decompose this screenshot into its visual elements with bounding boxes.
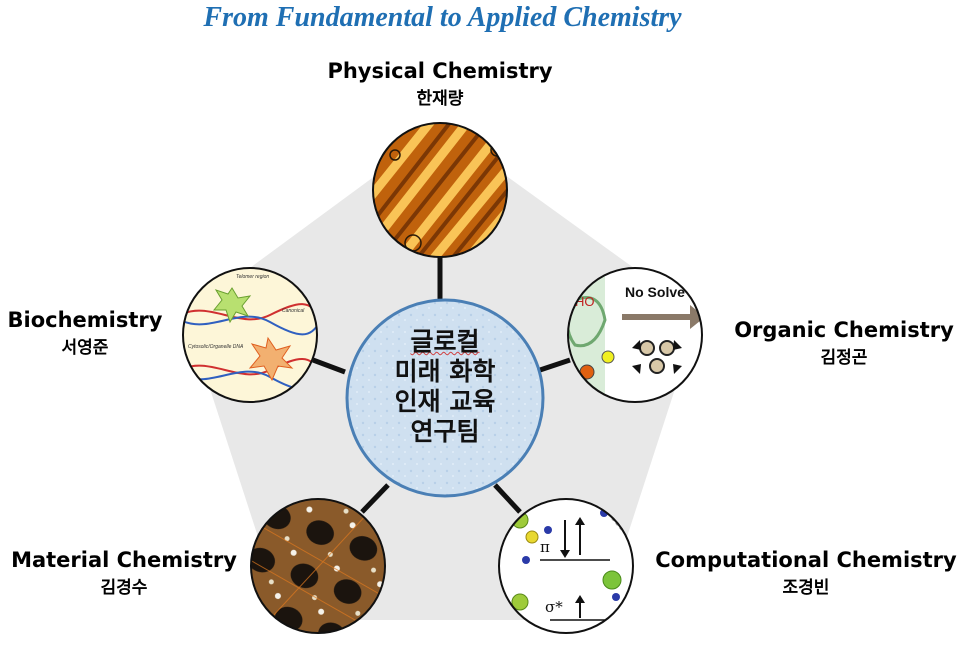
page-title: From Fundamental to Applied Chemistry — [203, 2, 682, 33]
center-line-2: 미래 화학 — [394, 357, 496, 386]
biochemistry-image: Telomer region Cytosolic/Organelle DNA C… — [183, 268, 317, 402]
center-line-4: 연구팀 — [410, 417, 480, 446]
bio-label-1: Telomer region — [236, 274, 269, 280]
physical-chemistry-name: Physical Chemistry — [327, 59, 553, 83]
material-chemistry-person: 김경수 — [100, 578, 148, 598]
computational-chemistry-name: Computational Chemistry — [655, 548, 957, 572]
organic-banner-text: No Solve — [625, 284, 685, 300]
material-chemistry-name: Material Chemistry — [11, 548, 237, 572]
computational-chemistry-image: π σ* — [499, 499, 633, 633]
label-material-chemistry: Material Chemistry 김경수 — [4, 548, 244, 598]
bio-label-3: Canonical — [282, 308, 305, 314]
organic-chemistry-person: 김정곤 — [820, 348, 868, 368]
connector-lines — [312, 257, 571, 514]
computational-pi-text: π — [540, 538, 550, 556]
center-line-3: 인재 교육 — [394, 387, 496, 416]
label-biochemistry: Biochemistry 서영준 — [2, 308, 168, 358]
material-chemistry-image — [251, 499, 385, 633]
bio-label-2: Cytosolic/Organelle DNA — [188, 344, 244, 350]
organic-chemistry-name: Organic Chemistry — [734, 318, 954, 342]
label-physical-chemistry: Physical Chemistry 한재량 — [300, 59, 580, 109]
label-organic-chemistry: Organic Chemistry 김정곤 — [726, 318, 962, 368]
organic-chemistry-image: No Solve HO — [568, 268, 702, 402]
center-text: 글로컬 미래 화학 인재 교육 연구팀 — [355, 327, 535, 447]
biochemistry-name: Biochemistry — [7, 308, 163, 332]
center-line-1: 글로컬 — [410, 327, 480, 356]
physical-chemistry-person: 한재량 — [416, 89, 464, 109]
physical-chemistry-image — [373, 123, 507, 257]
biochemistry-person: 서영준 — [61, 338, 109, 358]
center-circle — [345, 298, 545, 498]
computational-sigma-text: σ* — [545, 598, 563, 616]
label-computational-chemistry: Computational Chemistry 조경빈 — [650, 548, 962, 598]
computational-chemistry-person: 조경빈 — [782, 578, 830, 598]
